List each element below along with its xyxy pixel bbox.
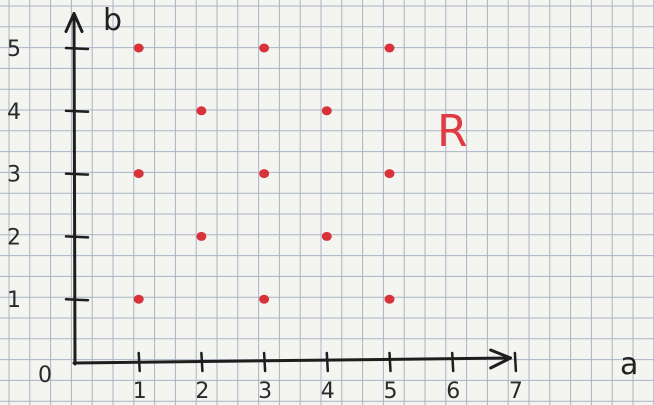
y-tick-label: 2	[7, 225, 21, 250]
data-point	[384, 169, 395, 179]
x-tick-label: 4	[321, 379, 335, 404]
data-point	[259, 294, 270, 304]
x-tick-mark	[513, 351, 518, 373]
axes	[64, 11, 513, 370]
y-axis-label: b	[103, 3, 122, 38]
data-point	[259, 43, 270, 53]
y-tick-mark	[64, 235, 90, 239]
y-tick-label: 4	[7, 100, 21, 125]
x-tick-mark	[388, 351, 392, 373]
x-tick-mark	[200, 351, 204, 373]
y-axis-arrowhead	[64, 11, 84, 33]
x-tick-label: 1	[133, 379, 147, 404]
x-tick-mark	[325, 351, 330, 373]
x-tick-label: 5	[384, 379, 398, 404]
x-tick-mark	[262, 351, 267, 373]
data-point	[133, 294, 144, 304]
y-tick-label: 3	[7, 163, 21, 188]
tick-labels: 1 2 3 4 5 6 7 1 2 3 4 5	[7, 37, 523, 404]
y-tick-label: 5	[7, 37, 21, 62]
y-tick-label: 1	[7, 288, 21, 313]
data-point	[384, 294, 395, 304]
relation-label: R	[437, 106, 468, 157]
x-tick-mark	[137, 351, 141, 373]
x-tick-label: 2	[195, 379, 209, 404]
x-tick-label: 3	[258, 379, 272, 404]
data-point	[259, 169, 270, 179]
data-point	[196, 106, 207, 116]
data-point	[196, 231, 207, 241]
y-axis-line	[72, 11, 77, 366]
data-point	[133, 169, 144, 179]
y-tick-mark	[64, 109, 90, 114]
x-axis-label: a	[620, 347, 638, 382]
data-point	[384, 43, 395, 53]
origin-label: 0	[38, 363, 52, 388]
x-tick-mark	[450, 351, 455, 373]
data-point	[133, 43, 144, 53]
x-tick-label: 6	[446, 379, 460, 404]
tick-marks	[64, 46, 518, 373]
data-point	[321, 106, 332, 116]
y-tick-mark	[64, 46, 90, 51]
x-axis-line	[72, 356, 511, 365]
x-axis-arrowhead	[489, 348, 513, 370]
data-points	[133, 43, 395, 304]
data-point	[321, 231, 332, 241]
y-tick-mark	[64, 297, 90, 302]
x-tick-label: 7	[509, 379, 523, 404]
y-tick-mark	[64, 172, 90, 176]
